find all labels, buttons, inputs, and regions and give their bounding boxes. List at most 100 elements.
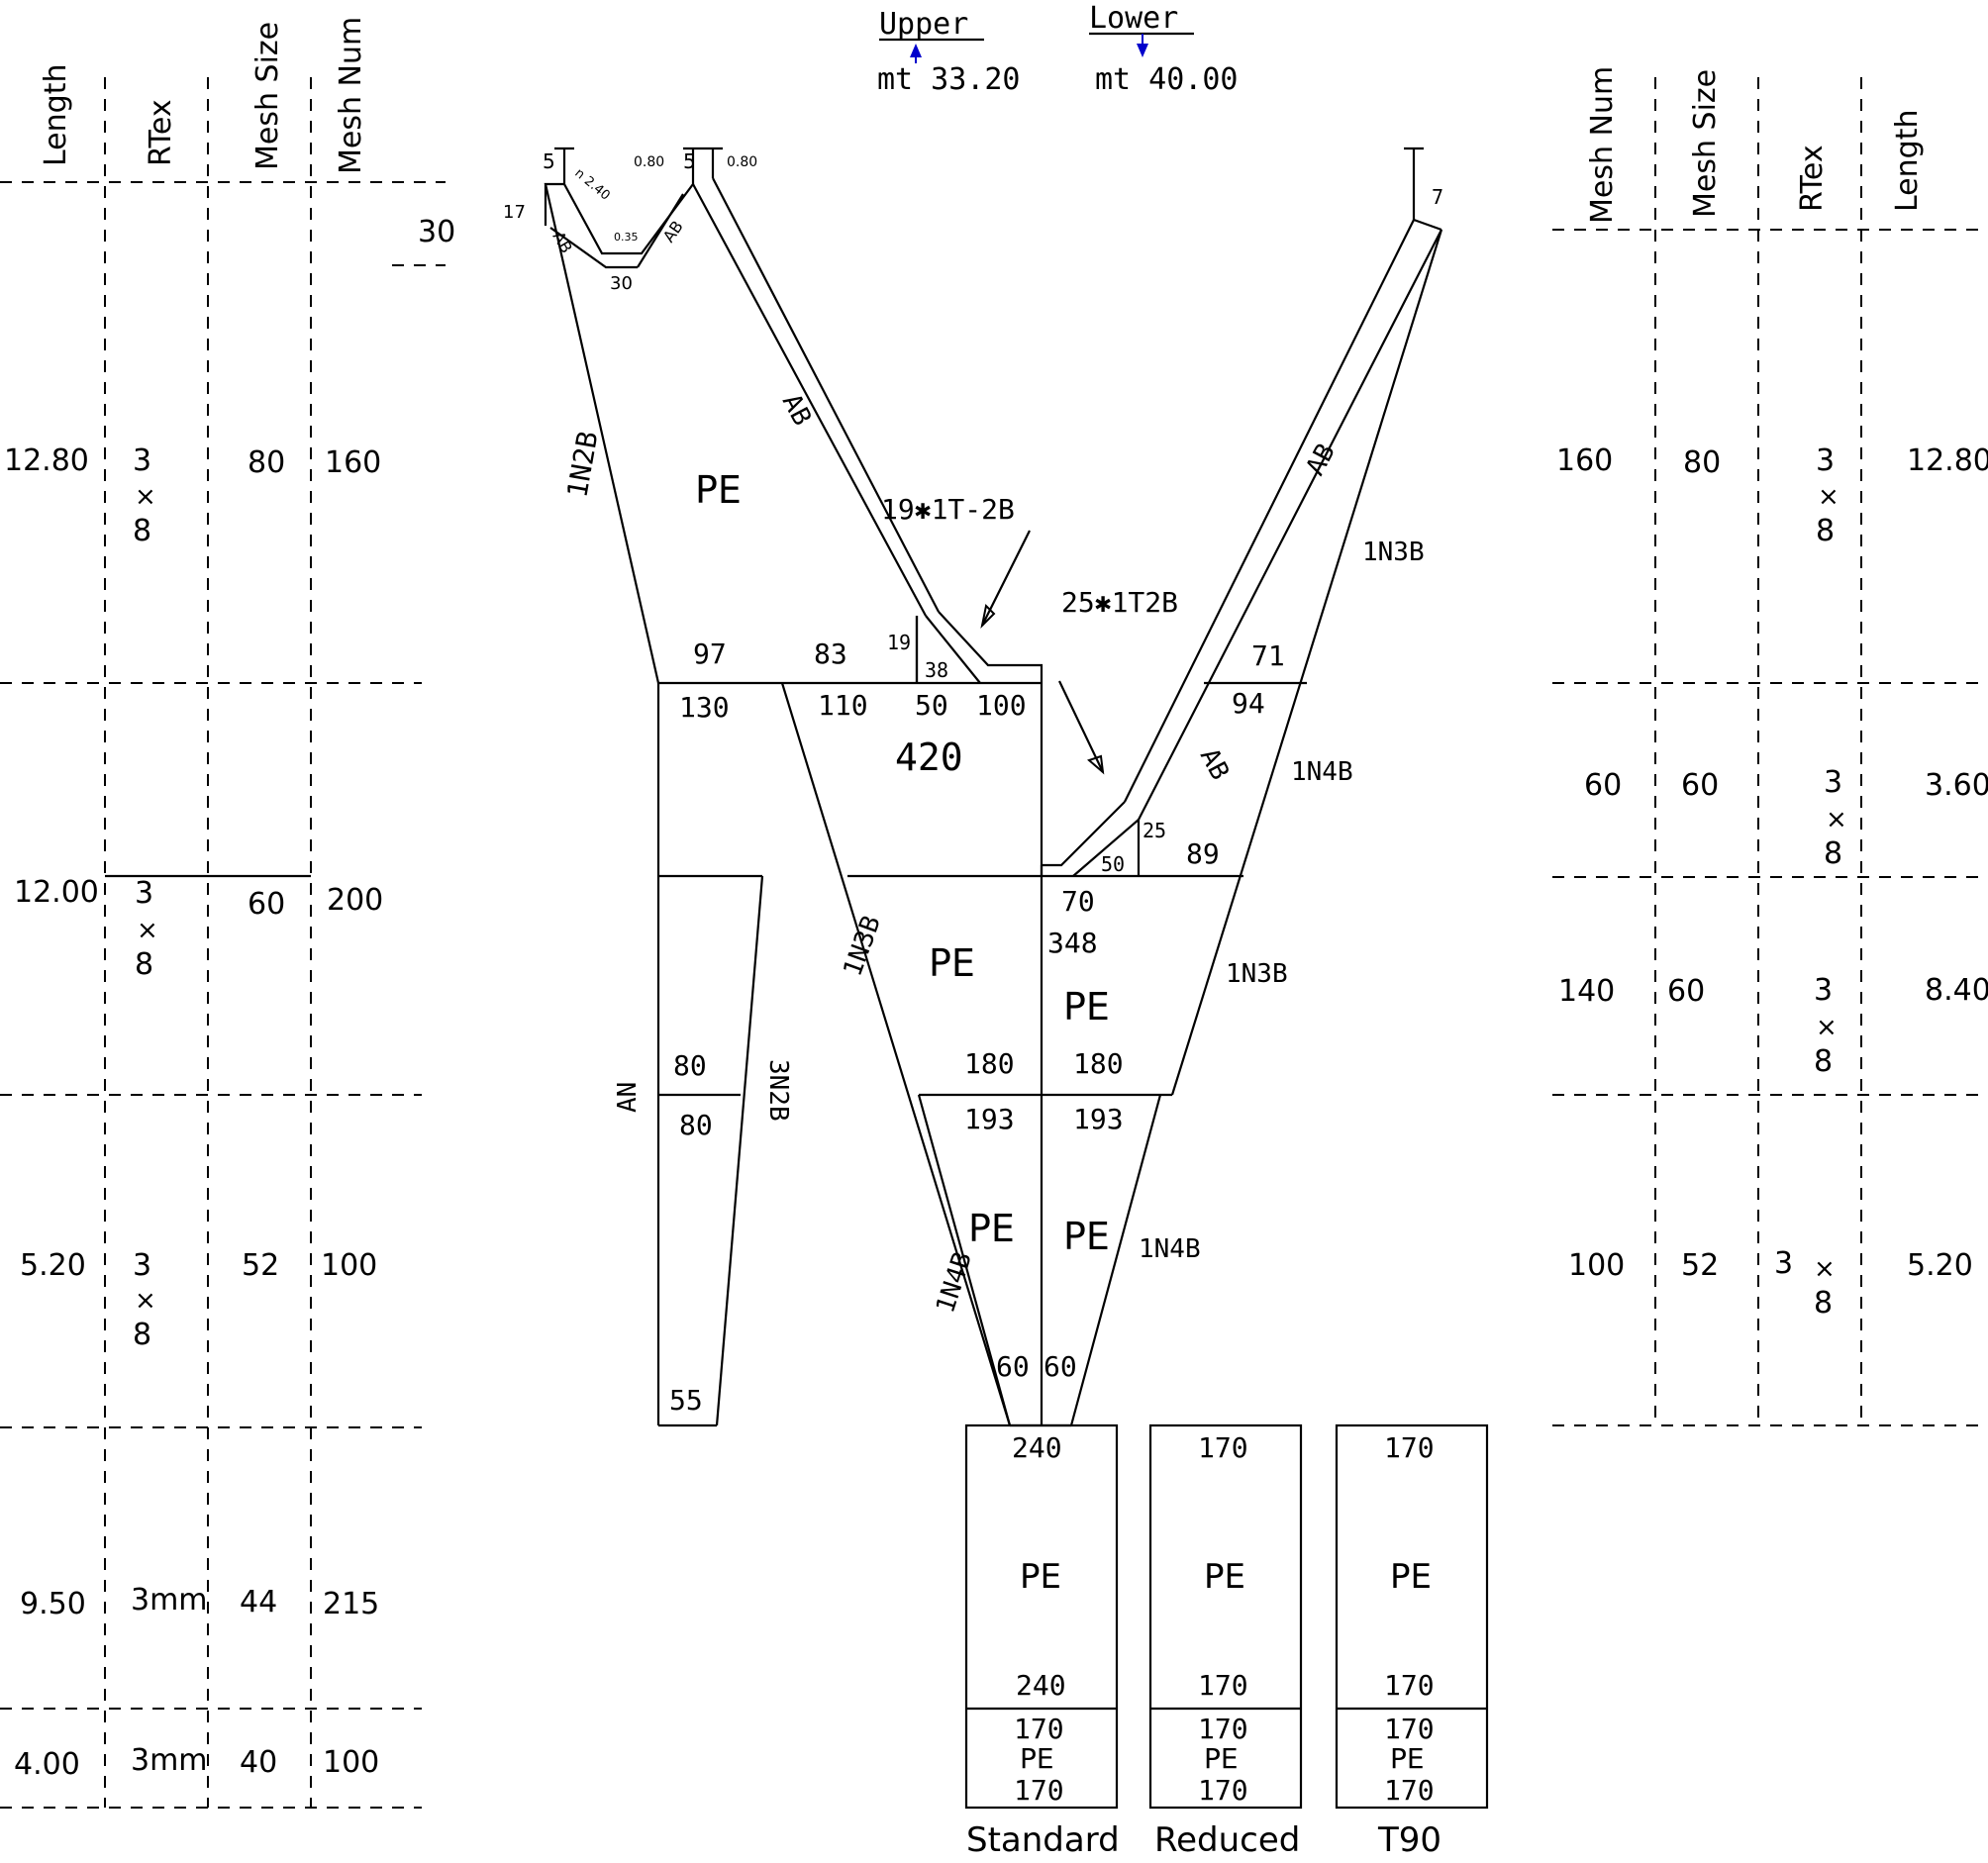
- left-length: 12.80: [4, 443, 89, 478]
- codend-name: T90: [1377, 1820, 1441, 1860]
- diagram-number: n 2.40: [571, 166, 612, 204]
- cut-label: AB: [1194, 743, 1235, 785]
- lower-label: Lower: [1089, 1, 1178, 36]
- codend-standard: 240 PE 240 170 PE 170 Standard: [964, 1423, 1120, 1860]
- right-rtex: 3: [1816, 443, 1835, 478]
- cut-arrow-icon: [980, 603, 996, 630]
- pe-label: PE: [695, 468, 742, 512]
- right-rtex: 8: [1814, 1286, 1833, 1321]
- diagram-number: 0.35: [614, 231, 639, 244]
- diagram-number: 130: [679, 691, 730, 724]
- diagram-number: 60: [1044, 1350, 1077, 1383]
- cut-label: AN: [613, 1082, 643, 1113]
- diagram-number: 38: [925, 658, 948, 682]
- cut-label: 3N2B: [763, 1059, 793, 1122]
- codend-value: 170: [1384, 1774, 1435, 1807]
- cut-label: 1N3B: [838, 912, 887, 980]
- right-rtex: 8: [1816, 514, 1835, 548]
- diagram-number: 71: [1251, 639, 1285, 672]
- cut-label: 19✱1T-2B: [881, 493, 1015, 526]
- diagram-number: 19: [887, 631, 911, 654]
- diagram-number: 80: [679, 1109, 713, 1141]
- diagram-number: 50: [915, 689, 948, 722]
- cut-label: 1N4B: [1291, 757, 1353, 787]
- right-mesh-num: 60: [1584, 768, 1622, 803]
- left-header-mesh-size: Mesh Size: [250, 22, 285, 170]
- diagram-number: 180: [964, 1047, 1015, 1080]
- diagram-labels: 5 5 0.80 0.80 17 n 2.40 0.35 30 AB AB 1N…: [503, 149, 1443, 1417]
- left-rtex: ×: [135, 482, 156, 512]
- diagram-label: AB: [659, 217, 687, 245]
- right-rtex: 3: [1774, 1246, 1793, 1281]
- header-lower: Lower mt 40.00: [1089, 1, 1239, 97]
- right-rtex: 8: [1814, 1044, 1833, 1079]
- diagram-number: 180: [1073, 1047, 1124, 1080]
- right-rtex: ×: [1818, 482, 1839, 512]
- left-rtex: 8: [135, 947, 153, 982]
- right-rtex: ×: [1826, 805, 1847, 834]
- diagram-number: 97: [693, 637, 727, 670]
- codend-t90: 170 PE 170 170 PE 170 T90: [1335, 1423, 1489, 1860]
- left-mesh-num: 215: [323, 1587, 379, 1621]
- left-rtex: ×: [137, 916, 158, 945]
- codend-value: PE: [1390, 1742, 1425, 1775]
- left-mesh-size: 40: [240, 1745, 277, 1780]
- left-rtex: 8: [133, 514, 151, 548]
- codend-value: 170: [1198, 1774, 1248, 1807]
- upper-value: mt 33.20: [877, 62, 1021, 97]
- diagram-number: 5: [683, 149, 696, 173]
- diagram-number: 25: [1143, 819, 1166, 842]
- left-mesh-num: 100: [323, 1745, 379, 1780]
- codend-value: 170: [1198, 1713, 1248, 1745]
- right-mesh-size: 80: [1683, 445, 1721, 480]
- left-header-mesh-num: Mesh Num: [334, 17, 368, 174]
- diagram-number: 7: [1432, 185, 1443, 209]
- codend-value: 170: [1198, 1669, 1248, 1702]
- diagram-number: 420: [895, 735, 963, 779]
- codend-name: Standard: [966, 1820, 1120, 1860]
- left-rtex: 3: [133, 443, 151, 478]
- diagram-number: 94: [1232, 687, 1265, 720]
- cut-label: 1N3B: [1226, 959, 1288, 989]
- left-rtex: 3: [135, 876, 153, 911]
- left-header-rtex: RTex: [144, 99, 178, 166]
- right-length: 12.80: [1907, 443, 1988, 478]
- right-rtex: ×: [1814, 1254, 1836, 1284]
- diagram-number: 110: [818, 689, 868, 722]
- left-length: 5.20: [20, 1248, 86, 1283]
- right-mesh-num: 140: [1558, 974, 1615, 1009]
- codend-value: PE: [1020, 1557, 1061, 1597]
- codend-value: 240: [1012, 1431, 1062, 1464]
- right-rtex: 3: [1814, 973, 1833, 1008]
- diagram-number: 30: [610, 273, 633, 294]
- codend-value: PE: [1020, 1742, 1054, 1775]
- cut-label: 1N4B: [1139, 1234, 1201, 1264]
- right-header-rtex: RTex: [1795, 145, 1830, 212]
- left-mesh-num: 160: [325, 445, 381, 480]
- right-rtex: 8: [1824, 836, 1842, 871]
- lower-value: mt 40.00: [1095, 62, 1239, 97]
- right-mesh-num: 100: [1568, 1248, 1625, 1283]
- left-mesh-size: 44: [240, 1585, 277, 1619]
- codend-value: PE: [1204, 1742, 1239, 1775]
- left-mesh-size: 52: [242, 1248, 279, 1283]
- diagram-number: 89: [1186, 837, 1220, 870]
- diagram-number: 193: [1073, 1103, 1124, 1135]
- right-mesh-num: 160: [1556, 443, 1613, 478]
- diagram-number: 83: [814, 637, 847, 670]
- diagram-number: 5: [543, 149, 555, 173]
- header-upper: Upper mt 33.20: [877, 7, 1021, 97]
- right-rtex: ×: [1816, 1013, 1838, 1042]
- upper-label: Upper: [879, 7, 968, 42]
- right-length: 5.20: [1907, 1248, 1973, 1283]
- lower-arrow-icon: [1137, 44, 1148, 57]
- pe-label: PE: [968, 1207, 1015, 1250]
- diagram-number: 50: [1101, 852, 1125, 876]
- codend-reduced: 170 PE 170 170 PE 170 Reduced: [1148, 1423, 1303, 1860]
- cut-label: AB: [1301, 440, 1342, 481]
- pe-label: PE: [1063, 985, 1110, 1029]
- right-header-mesh-num: Mesh Num: [1585, 66, 1620, 224]
- left-rtex: 3: [133, 1248, 151, 1283]
- left-header-length: Length: [39, 64, 73, 166]
